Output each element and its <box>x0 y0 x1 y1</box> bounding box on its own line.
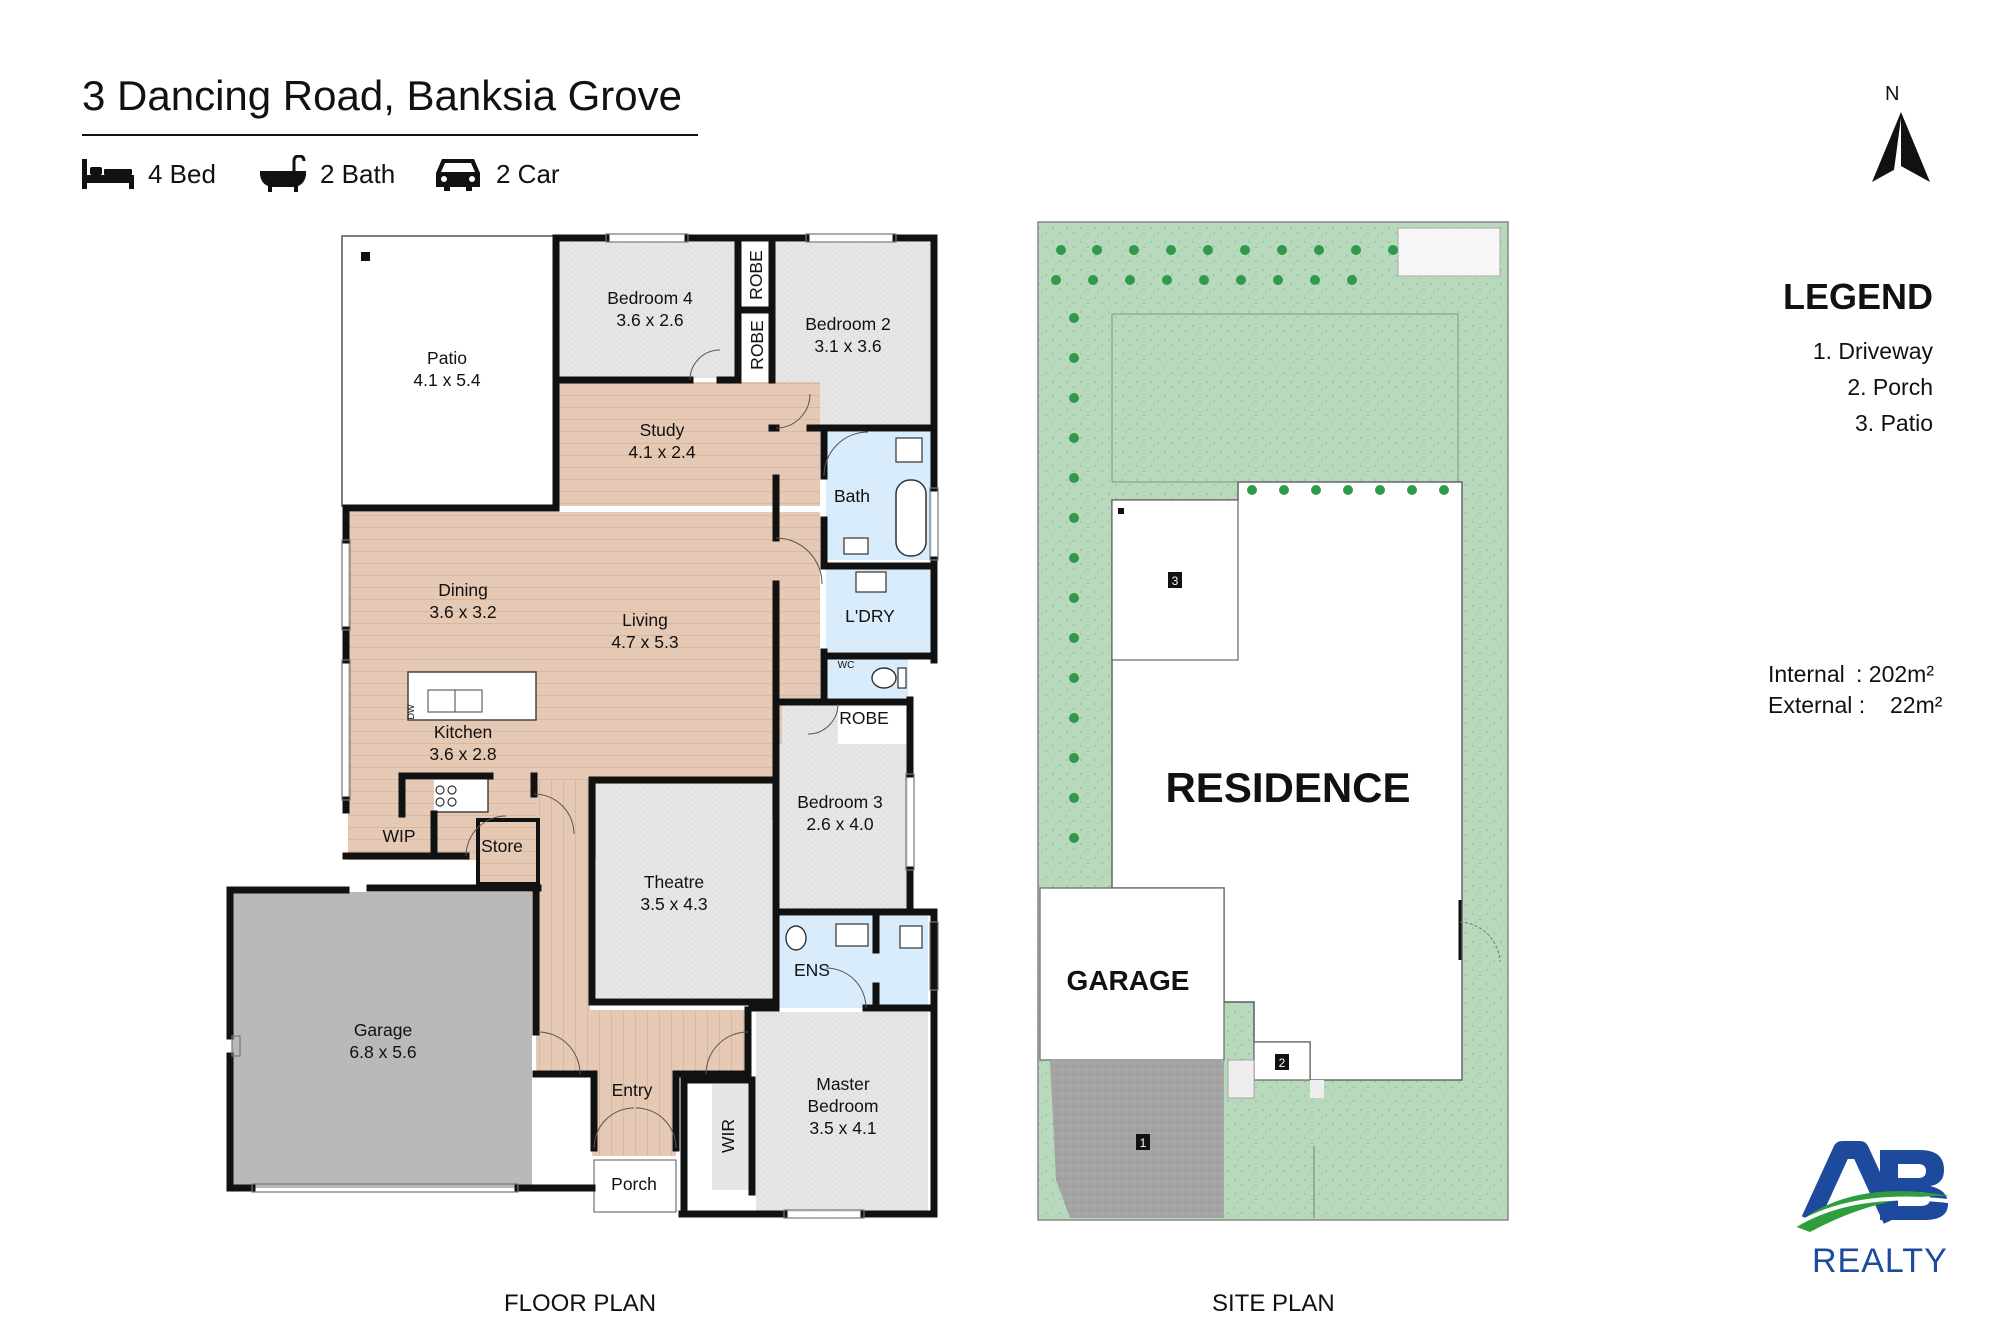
dishwasher-label: DW <box>406 704 416 719</box>
car-icon <box>436 159 480 191</box>
feature-bed: 4 Bed <box>82 154 216 194</box>
garage-size: 6.8 x 5.6 <box>349 1042 416 1062</box>
laundry-label: L'DRY <box>845 606 895 626</box>
external-area-value: 22m² <box>1890 692 1943 718</box>
legend-item: 2. Porch <box>1847 374 1933 400</box>
feature-car-label: 2 Car <box>496 158 560 189</box>
feature-bath-label: 2 Bath <box>320 158 396 189</box>
legend-title: LEGEND <box>1782 276 1933 317</box>
theatre-size: 3.5 x 4.3 <box>640 894 707 914</box>
title-divider <box>82 134 698 136</box>
master-bedroom-size: 3.5 x 4.1 <box>809 1118 876 1138</box>
patio-tag: 3 <box>1172 574 1179 588</box>
site-garage <box>1039 887 1225 1061</box>
porch-area <box>593 1159 677 1213</box>
logo-wordmark: REALTY <box>1812 1242 1948 1280</box>
patio-size: 4.1 x 5.4 <box>413 370 480 390</box>
patio-area <box>341 235 555 507</box>
bedroom-3-area <box>778 744 908 910</box>
patio-label: Patio <box>427 348 467 368</box>
internal-area-label: Internal <box>1768 661 1845 687</box>
ab-logo-icon <box>1786 1141 1957 1232</box>
site-plan-caption: SITE PLAN <box>1212 1290 1335 1317</box>
ensuite-label: ENS <box>794 960 830 980</box>
robe-label: ROBE <box>747 320 767 370</box>
feature-car: 2 Car <box>434 154 560 194</box>
bed-icon <box>82 159 134 189</box>
bedroom-3-size: 2.6 x 4.0 <box>806 814 873 834</box>
robe-label: ROBE <box>746 250 766 300</box>
wip-label: WIP <box>382 826 415 846</box>
bedroom-4-label: Bedroom 4 <box>607 288 693 308</box>
bath-label: Bath <box>834 486 870 506</box>
porch-label: Porch <box>611 1174 657 1194</box>
external-area-label: External : <box>1768 692 1866 718</box>
kitchen-size: 3.6 x 2.8 <box>429 744 496 764</box>
porch-tag: 2 <box>1279 1056 1286 1070</box>
garage-area <box>232 892 532 1188</box>
living-size: 4.7 x 5.3 <box>611 632 678 652</box>
wir-label: WIR <box>718 1119 738 1153</box>
theatre-label: Theatre <box>644 872 704 892</box>
internal-area-value: : 202m² <box>1856 661 1934 687</box>
north-label: N <box>1885 83 1900 105</box>
residence-label: RESIDENCE <box>1165 764 1410 811</box>
entry-area <box>592 1076 676 1156</box>
dining-size: 3.6 x 3.2 <box>429 602 496 622</box>
study-label: Study <box>640 420 685 440</box>
wir-area <box>712 1084 752 1190</box>
store-label: Store <box>481 836 523 856</box>
bedroom-3-label: Bedroom 3 <box>797 792 883 812</box>
garage-label: Garage <box>354 1020 412 1040</box>
bedroom-4-area <box>558 242 738 378</box>
bedroom-4-size: 3.6 x 2.6 <box>616 310 683 330</box>
bath-icon <box>260 155 306 192</box>
north-arrow-icon <box>1872 112 1930 182</box>
theatre-area <box>596 784 772 998</box>
kitchen-label: Kitchen <box>434 722 492 742</box>
site-plan: RESIDENCE GARAGE 1 2 3 <box>1037 221 1509 1221</box>
living-label: Living <box>622 610 668 630</box>
bedroom-2-label: Bedroom 2 <box>805 314 891 334</box>
feature-bed-label: 4 Bed <box>148 158 216 189</box>
bedroom-2-size: 3.1 x 3.6 <box>814 336 881 356</box>
master-bedroom-label: Master <box>816 1074 870 1094</box>
dining-label: Dining <box>438 580 488 600</box>
entry-label: Entry <box>612 1080 653 1100</box>
garage-label: GARAGE <box>1067 965 1190 996</box>
legend-item: 3. Patio <box>1855 410 1933 436</box>
wc-label: WC <box>838 660 855 671</box>
ab-realty-logo <box>1780 1140 1960 1280</box>
floor-plan-caption: FLOOR PLAN <box>504 1290 657 1317</box>
legend-item: 1. Driveway <box>1812 338 1933 364</box>
master-bedroom-area <box>756 1012 928 1212</box>
study-size: 4.1 x 2.4 <box>628 442 695 462</box>
master-bedroom-label: Bedroom <box>807 1096 878 1116</box>
page-title: 3 Dancing Road, Banksia Grove <box>82 72 682 119</box>
feature-bath: 2 Bath <box>260 154 395 194</box>
driveway-tag: 1 <box>1140 1136 1147 1150</box>
floor-plan: Patio 4.1 x 5.4 Bedroom 4 3.6 x 2.6 Bedr… <box>226 233 939 1219</box>
robe-label: ROBE <box>839 708 889 728</box>
